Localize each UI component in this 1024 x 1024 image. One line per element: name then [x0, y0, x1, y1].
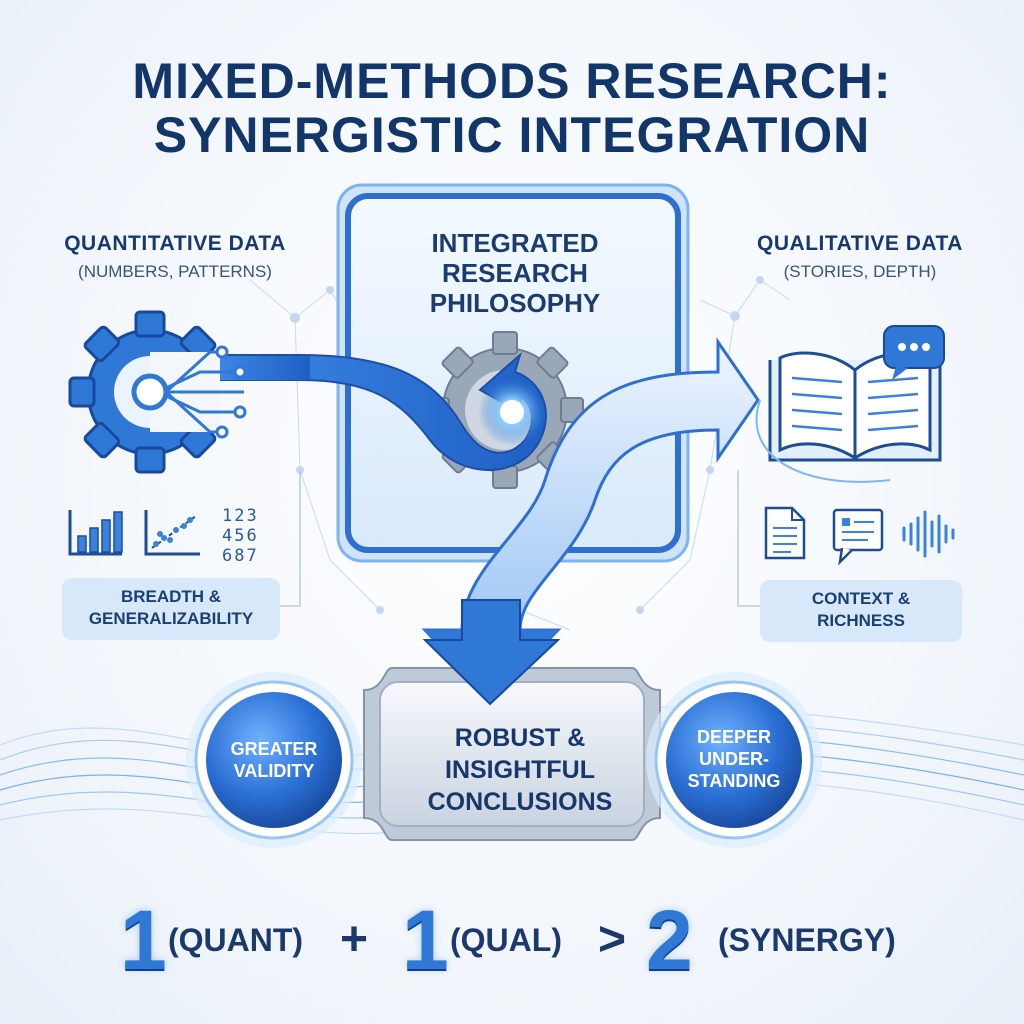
equation-two: 2	[646, 893, 693, 987]
deeper-line-1: DEEPER	[696, 727, 772, 747]
equation-plus: +	[340, 913, 369, 966]
integrated-philosophy-label: INTEGRATED RESEARCH PHILOSOPHY	[370, 228, 660, 318]
numbers-line-2: 456	[222, 526, 259, 546]
qualitative-header: QUALITATIVE DATA (STORIES, DEPTH)	[725, 232, 995, 282]
greater-validity-orb	[186, 672, 362, 848]
breadth-generalizability-tag: BREADTH & GENERALIZABILITY	[62, 578, 280, 640]
deeper-understanding-label: DEEPER UNDER- STANDING	[672, 726, 796, 792]
numbers-icon: 123 456 687	[222, 506, 282, 566]
numbers-line-3: 687	[222, 546, 259, 566]
validity-line-1: GREATER	[230, 739, 318, 759]
sound-wave-icon	[902, 510, 955, 558]
qualitative-heading: QUALITATIVE DATA	[757, 232, 963, 255]
conclusion-label: ROBUST & INSIGHTFUL CONCLUSIONS	[400, 722, 640, 818]
gear-circuit-icon	[68, 310, 247, 474]
greater-validity-label: GREATER VALIDITY	[212, 738, 336, 782]
quant-tag-line-2: GENERALIZABILITY	[88, 609, 254, 628]
conclusion-line-1: ROBUST &	[454, 724, 586, 752]
down-arrow-head	[422, 599, 561, 706]
deeper-line-3: STANDING	[687, 771, 781, 791]
quantitative-heading: QUANTITATIVE DATA	[64, 232, 286, 255]
quant-flow-arrow	[199, 351, 547, 471]
equation-greater-than: >	[598, 913, 627, 966]
scatter-plot-icon	[144, 510, 200, 556]
document-icon	[764, 506, 806, 560]
numbers-line-1: 123	[222, 506, 259, 526]
qualitative-subheading: (STORIES, DEPTH)	[783, 262, 937, 281]
philosophy-line-1: INTEGRATED	[431, 228, 599, 258]
philosophy-line-3: PHILOSOPHY	[429, 288, 601, 318]
conclusion-line-3: CONCLUSIONS	[427, 788, 613, 816]
quote-card-icon	[832, 508, 884, 566]
open-book-icon	[755, 351, 942, 483]
quantitative-subheading: (NUMBERS, PATTERNS)	[78, 262, 272, 281]
title-line-2: SYNERGISTIC INTEGRATION	[153, 107, 871, 163]
conclusion-plate	[363, 667, 661, 841]
qual-tag-line-1: CONTEXT &	[811, 589, 911, 608]
chat-bubble-icon	[883, 325, 945, 380]
equation-quant-label: (QUANT)	[168, 922, 304, 958]
validity-line-2: VALIDITY	[233, 761, 315, 781]
bar-chart-icon	[68, 510, 123, 556]
philosophy-line-2: RESEARCH	[442, 258, 588, 288]
quantitative-header: QUANTITATIVE DATA (NUMBERS, PATTERNS)	[40, 232, 310, 282]
title-line-1: MIXED-METHODS RESEARCH:	[132, 53, 892, 109]
equation-qual-label: (QUAL)	[450, 922, 562, 958]
context-richness-tag: CONTEXT & RICHNESS	[760, 580, 962, 642]
equation-one-quant: 1	[120, 893, 167, 987]
conclusion-line-2: INSIGHTFUL	[445, 756, 595, 784]
equation-one-qual: 1	[402, 893, 449, 987]
deeper-understanding-orb	[646, 672, 822, 848]
qual-tag-line-2: RICHNESS	[817, 611, 905, 630]
equation-synergy-label: (SYNERGY)	[718, 922, 896, 958]
deeper-line-2: UNDER-	[699, 749, 769, 769]
quant-tag-line-1: BREADTH &	[120, 587, 222, 606]
